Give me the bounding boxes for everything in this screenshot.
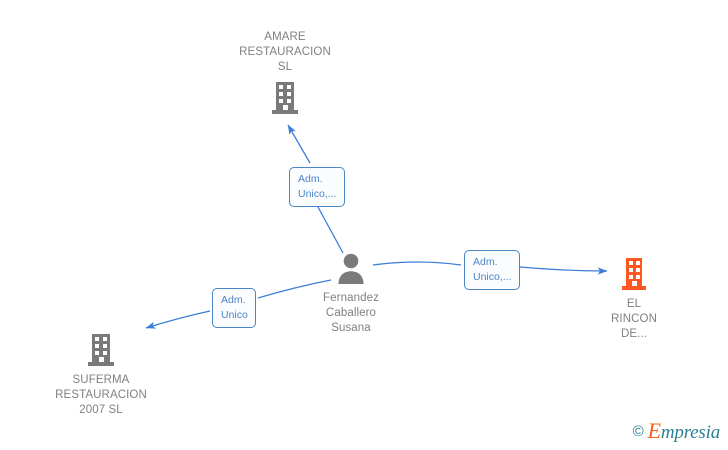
node-label-suferma: SUFERMA RESTAURACION 2007 SL [55,374,147,416]
edge-person-to-suferma [145,279,332,329]
edge-label-suferma[interactable]: Adm. Unico [212,288,256,328]
node-el-rincon-de[interactable]: EL RINCON DE... [574,254,694,342]
edge-label-amare[interactable]: Adm. Unico,... [289,167,345,207]
node-suferma-restauracion-2007-sl[interactable]: SUFERMA RESTAURACION 2007 SL [41,330,161,418]
brand-rest: mpresia [660,422,720,443]
edge-person-to-el-rincon [372,261,608,275]
brand-initial: E [647,418,661,443]
building-icon [81,330,121,370]
node-amare-restauracion-sl[interactable]: AMARE RESTAURACION SL [225,30,345,118]
edge-person-to-amare [287,124,344,254]
person-icon [331,248,371,288]
edge-label-el-rincon[interactable]: Adm. Unico,... [464,250,520,290]
building-icon [614,254,654,294]
brand-name: Empresia [647,418,721,444]
empresia-watermark: © Empresia [632,418,721,444]
building-icon [265,78,305,118]
copyright-icon: © [632,422,644,440]
node-person-fernandez-caballero-susana[interactable]: Fernandez Caballero Susana [291,248,411,336]
node-label-person: Fernandez Caballero Susana [323,292,379,334]
node-label-amare: AMARE RESTAURACION SL [239,31,331,73]
node-label-el-rincon: EL RINCON DE... [611,298,657,340]
